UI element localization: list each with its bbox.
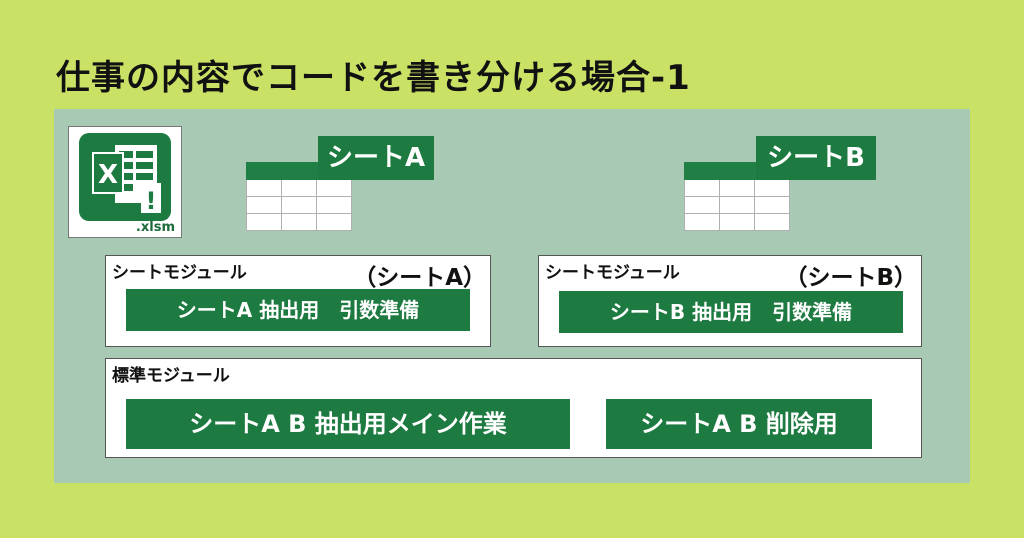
sheet-module-a-label: シートモジュール bbox=[112, 263, 247, 283]
file-extension-label: .xlsm bbox=[135, 220, 175, 235]
sheet-a-prepare-args-block: シートA 抽出用 引数準備 bbox=[126, 289, 470, 331]
sheet-module-a-target: （シートA） bbox=[353, 265, 486, 291]
sheet-module-b-label: シートモジュール bbox=[545, 263, 680, 283]
excel-logo-icon: X ! bbox=[79, 133, 171, 221]
sheet-module-a: シートモジュール （シートA） シートA 抽出用 引数準備 bbox=[105, 255, 491, 347]
macro-badge: ! bbox=[146, 187, 157, 215]
sheet-module-b-target: （シートB） bbox=[784, 265, 917, 291]
sheet-module-b: シートモジュール （シートB） シートB 抽出用 引数準備 bbox=[538, 255, 922, 347]
sheet-b-prepare-args-block: シートB 抽出用 引数準備 bbox=[559, 291, 903, 333]
standard-module: 標準モジュール シートA B 抽出用メイン作業 シートA B 削除用 bbox=[105, 358, 922, 458]
sheet-a-tab: シートA bbox=[318, 136, 434, 180]
excel-file-icon: X ! .xlsm bbox=[68, 126, 182, 238]
delete-block: シートA B 削除用 bbox=[606, 399, 872, 449]
standard-module-label: 標準モジュール bbox=[112, 366, 230, 386]
excel-letter: X bbox=[98, 160, 118, 190]
main-extraction-block: シートA B 抽出用メイン作業 bbox=[126, 399, 570, 449]
page-title: 仕事の内容でコードを書き分ける場合-1 bbox=[56, 58, 691, 98]
sheet-b-tab: シートB bbox=[756, 136, 876, 180]
